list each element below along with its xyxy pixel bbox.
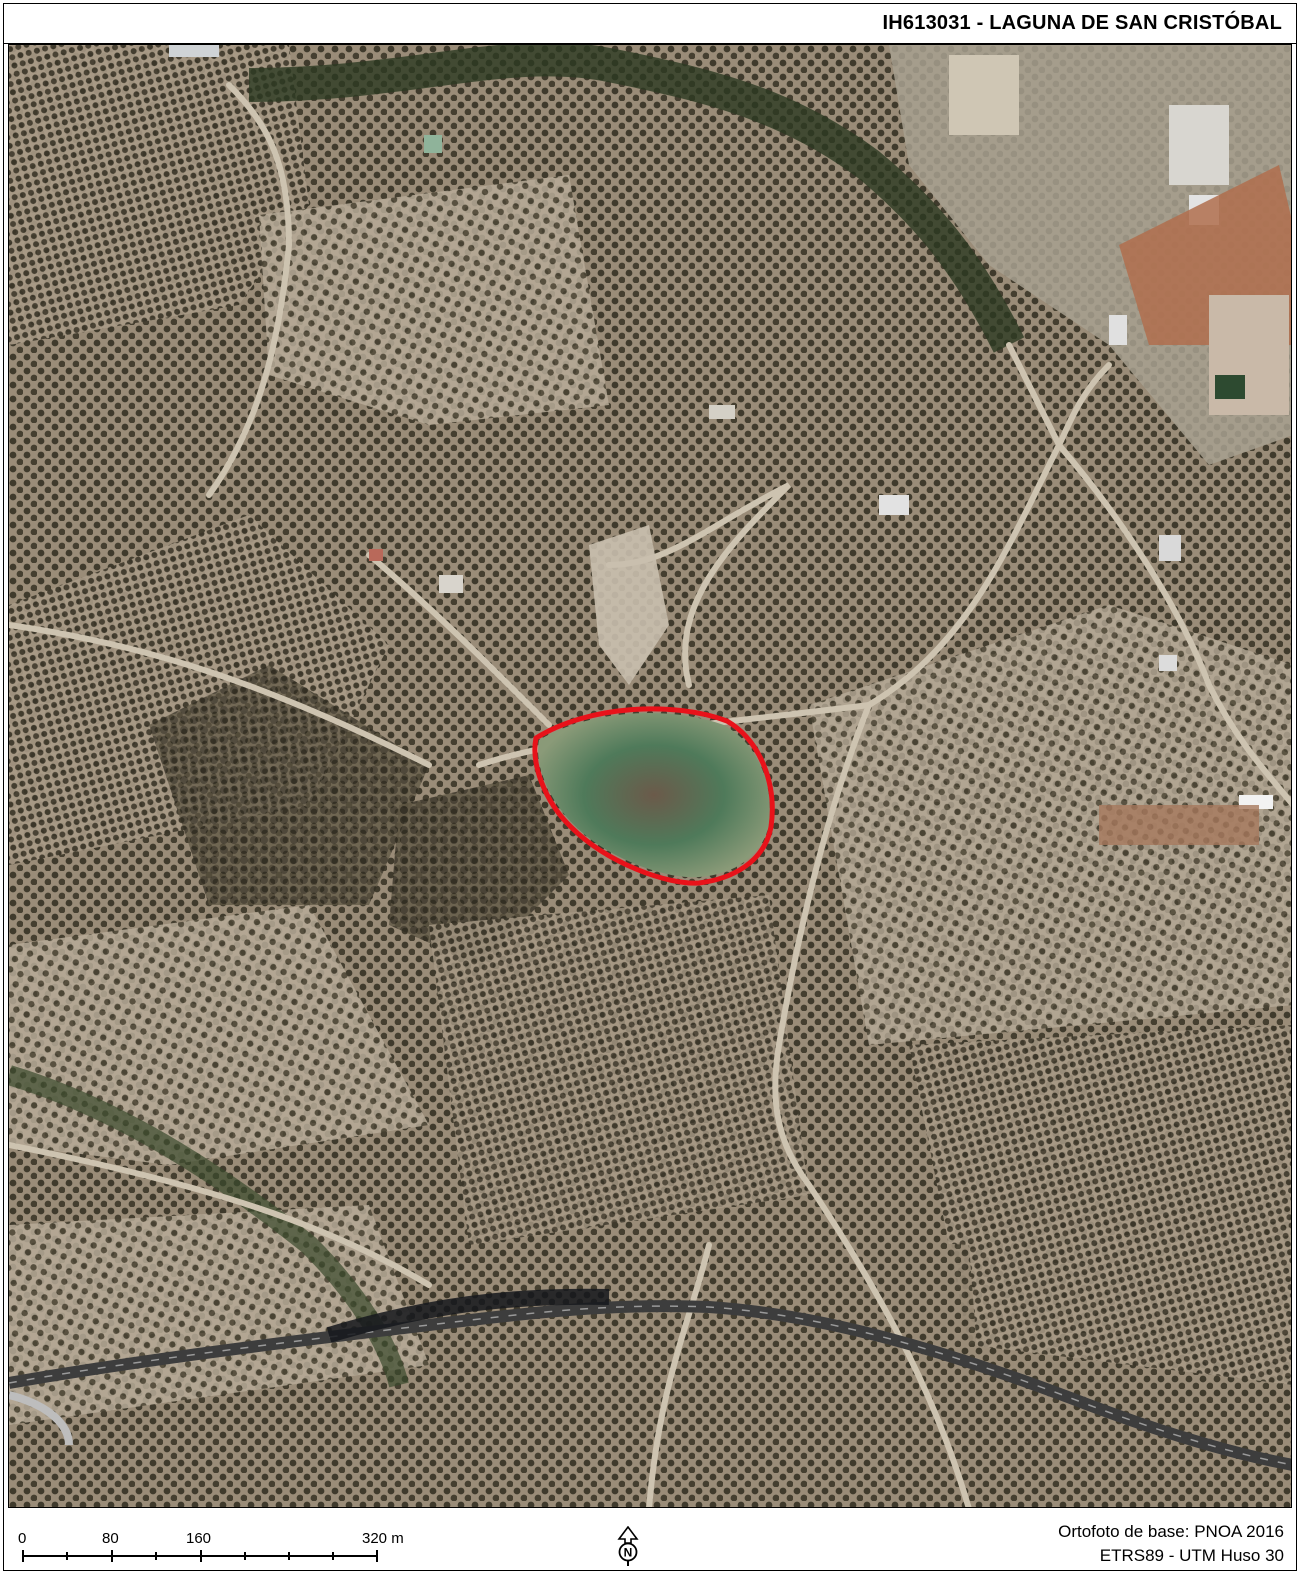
scale-tick-label-320: 320 m <box>362 1530 404 1547</box>
orthophoto-credit: Ortofoto de base: PNOA 2016 <box>1058 1522 1284 1541</box>
map-frame <box>3 3 1297 1571</box>
lake-surface <box>538 713 770 878</box>
map-footer: 0 80 160 320 m N Ortofoto de base: PNOA … <box>4 1508 1296 1570</box>
scale-tick-label-160: 160 <box>186 1530 212 1547</box>
lagoon-boundary-outline <box>532 706 775 886</box>
title-bar: IH613031 - LAGUNA DE SAN CRISTÓBAL <box>4 4 1296 44</box>
scale-tick-label-80: 80 <box>102 1530 119 1547</box>
orthophoto-map[interactable] <box>8 44 1292 1508</box>
scale-tick-label-0: 0 <box>18 1530 27 1547</box>
north-letter: N <box>624 1546 633 1560</box>
projection-credit: ETRS89 - UTM Huso 30 <box>1099 1546 1284 1565</box>
orthophoto-svg <box>9 45 1291 1507</box>
scale-bar <box>22 1550 378 1562</box>
north-arrow-icon: N <box>617 1526 639 1566</box>
map-title: IH613031 - LAGUNA DE SAN CRISTÓBAL <box>882 12 1282 34</box>
